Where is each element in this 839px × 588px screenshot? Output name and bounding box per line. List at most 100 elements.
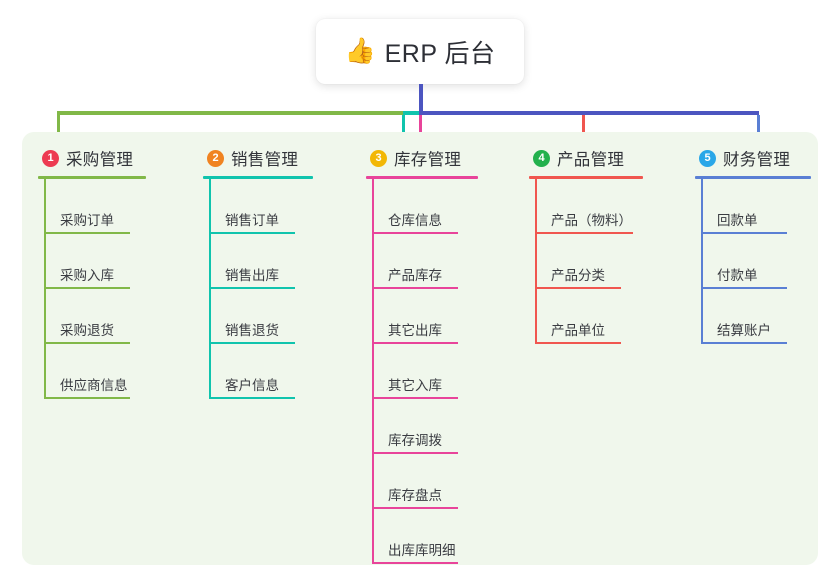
branch-item-underline (535, 232, 633, 234)
branch-column-财务管理: 5 财务管理回款单付款单结算账户 (695, 145, 811, 344)
bus-segment-3 (419, 111, 759, 115)
branch-header[interactable]: 4 产品管理 (529, 145, 643, 171)
branch-spine (209, 179, 211, 399)
root-stem-connector (419, 84, 423, 113)
branch-item-label: 结算账户 (717, 323, 771, 338)
branch-item-underline (535, 342, 621, 344)
branch-item-label: 采购入库 (60, 268, 114, 283)
root-node[interactable]: 👍 ERP 后台 (316, 19, 524, 84)
branch-item-underline (372, 562, 458, 564)
branch-item-underline (372, 397, 458, 399)
branch-title: 产品管理 (557, 151, 625, 169)
branch-spine (44, 179, 46, 399)
branch-item[interactable]: 客户信息 (203, 344, 313, 399)
branch-item-label: 采购订单 (60, 213, 114, 228)
branch-item-underline (209, 287, 295, 289)
branch-item-label: 客户信息 (225, 378, 279, 393)
branch-item[interactable]: 销售退货 (203, 289, 313, 344)
branch-item-underline (372, 232, 458, 234)
branch-item-label: 采购退货 (60, 323, 114, 338)
branch-item-underline (209, 232, 295, 234)
branch-item-label: 其它出库 (388, 323, 442, 338)
branch-item-underline (44, 397, 130, 399)
branch-underline (366, 176, 478, 179)
branch-item-label: 产品（物料） (551, 213, 632, 228)
branch-item-underline (44, 287, 130, 289)
branch-item-underline (44, 342, 130, 344)
branch-item-label: 其它入库 (388, 378, 442, 393)
branch-item-underline (372, 452, 458, 454)
branch-item-label: 供应商信息 (60, 378, 128, 393)
branch-item[interactable]: 仓库信息 (366, 179, 478, 234)
branch-item-list: 回款单付款单结算账户 (695, 179, 811, 344)
branch-badge-1: 1 (42, 149, 59, 167)
branch-item[interactable]: 产品分类 (529, 234, 643, 289)
branch-item-underline (372, 287, 458, 289)
branch-item[interactable]: 采购退货 (38, 289, 146, 344)
branch-column-产品管理: 4 产品管理产品（物料） 产品分类产品单位 (529, 145, 643, 344)
branch-item[interactable]: 采购订单 (38, 179, 146, 234)
branch-item-underline (701, 232, 787, 234)
branch-item[interactable]: 库存盘点 (366, 454, 478, 509)
branch-spine (535, 179, 537, 344)
branch-item[interactable]: 采购入库 (38, 234, 146, 289)
branch-header[interactable]: 5 财务管理 (695, 145, 811, 171)
branch-spine (701, 179, 703, 344)
branch-item-underline (701, 287, 787, 289)
branch-item-label: 产品库存 (388, 268, 442, 283)
branch-item-label: 仓库信息 (388, 213, 442, 228)
branch-column-采购管理: 1 采购管理采购订单采购入库采购退货供应商信息 (38, 145, 146, 399)
branch-item[interactable]: 出库库明细 (366, 509, 478, 564)
branch-underline (529, 176, 643, 179)
branch-item-underline (535, 287, 621, 289)
branch-item-underline (209, 397, 295, 399)
branch-spine (372, 179, 374, 564)
branch-item[interactable]: 产品（物料） (529, 179, 643, 234)
branch-title: 财务管理 (723, 151, 791, 169)
branch-item-label: 出库库明细 (388, 543, 456, 558)
branch-item-label: 产品分类 (551, 268, 605, 283)
branch-header[interactable]: 1 采购管理 (38, 145, 146, 171)
drop-connector-1 (57, 115, 60, 145)
branch-badge-5: 5 (699, 149, 716, 167)
thumbs-up-icon: 👍 (344, 37, 376, 65)
branch-item-underline (372, 507, 458, 509)
branch-item[interactable]: 销售出库 (203, 234, 313, 289)
drop-connector-3 (419, 115, 422, 145)
branch-item[interactable]: 结算账户 (695, 289, 811, 344)
branch-item-underline (209, 342, 295, 344)
branch-badge-2: 2 (207, 149, 224, 167)
branch-underline (38, 176, 146, 179)
drop-connector-4 (582, 115, 585, 145)
branch-item[interactable]: 库存调拨 (366, 399, 478, 454)
branch-title: 采购管理 (66, 151, 134, 169)
branch-item-underline (701, 342, 787, 344)
branch-item-list: 采购订单采购入库采购退货供应商信息 (38, 179, 146, 399)
branch-item-underline (372, 342, 458, 344)
branch-item[interactable]: 供应商信息 (38, 344, 146, 399)
branch-item-label: 销售出库 (225, 268, 279, 283)
branch-item[interactable]: 销售订单 (203, 179, 313, 234)
branch-title: 库存管理 (394, 151, 462, 169)
branch-item[interactable]: 产品库存 (366, 234, 478, 289)
branch-item-list: 销售订单销售出库销售退货客户信息 (203, 179, 313, 399)
branch-underline (695, 176, 811, 179)
branch-item-label: 产品单位 (551, 323, 605, 338)
branch-badge-4: 4 (533, 149, 550, 167)
branch-item[interactable]: 回款单 (695, 179, 811, 234)
drop-connector-2 (402, 115, 405, 145)
branch-item-underline (44, 232, 130, 234)
drop-connector-5 (757, 115, 760, 145)
root-node-title: ERP 后台 (384, 39, 496, 68)
branch-item-label: 销售退货 (225, 323, 279, 338)
branch-item-label: 回款单 (717, 213, 758, 228)
branch-item[interactable]: 其它入库 (366, 344, 478, 399)
branch-item[interactable]: 产品单位 (529, 289, 643, 344)
branch-item-label: 付款单 (717, 268, 758, 283)
branch-item[interactable]: 其它出库 (366, 289, 478, 344)
branch-item[interactable]: 付款单 (695, 234, 811, 289)
